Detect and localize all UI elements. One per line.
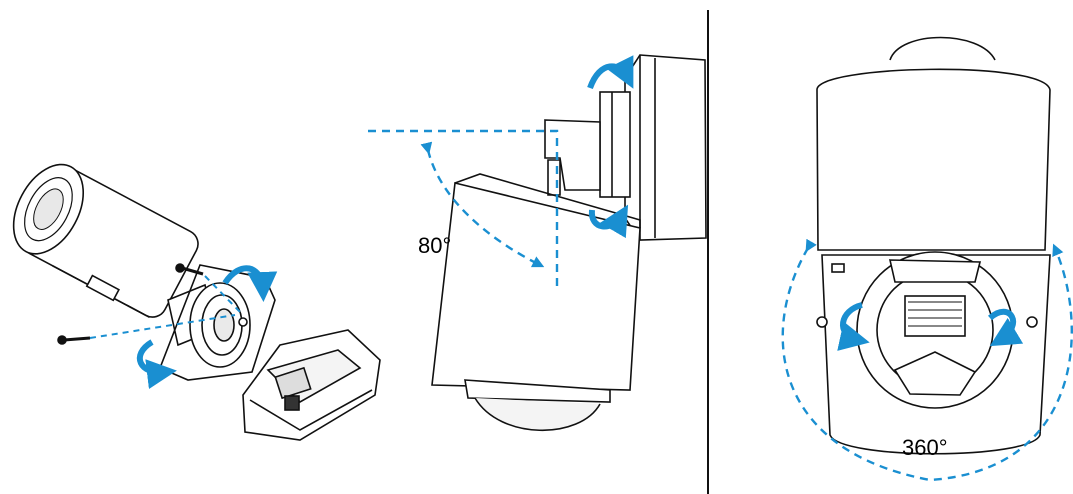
panel-mounting-arrows [89, 265, 278, 390]
panel-tilt [431, 54, 707, 432]
tilt-angle-arc [420, 141, 545, 268]
bullet-camera [12, 163, 199, 318]
rotation-angle-label: 360° [902, 435, 948, 460]
junction-box [242, 329, 381, 441]
rotate-arrow-top-right [587, 55, 634, 90]
tilted-camera-body [431, 173, 641, 432]
rotate-arrow-left [837, 302, 870, 351]
mount-bracket [158, 264, 276, 381]
panel-rotation-guides [781, 238, 1073, 482]
screw-guide-line [89, 314, 236, 339]
camera-top-housing [816, 36, 1051, 251]
panel-mounting [12, 163, 381, 441]
rotation-360-arc [781, 238, 1073, 482]
tilt-angle-label: 80° [418, 233, 452, 258]
rotate-arrow-right [987, 308, 1024, 347]
panel-rotation [816, 36, 1051, 455]
rotate-arrow-bottom [137, 339, 177, 390]
rotate-arrow-lower-right [588, 204, 629, 239]
screw-upper [175, 263, 204, 276]
camera-base-plate [816, 251, 1051, 455]
tilt-reference-line [368, 129, 559, 290]
screw-lower [57, 335, 91, 345]
rotate-arrow-top [222, 265, 278, 302]
screw-guide-line-upper [204, 275, 241, 313]
panel-tilt-guides [368, 55, 634, 290]
